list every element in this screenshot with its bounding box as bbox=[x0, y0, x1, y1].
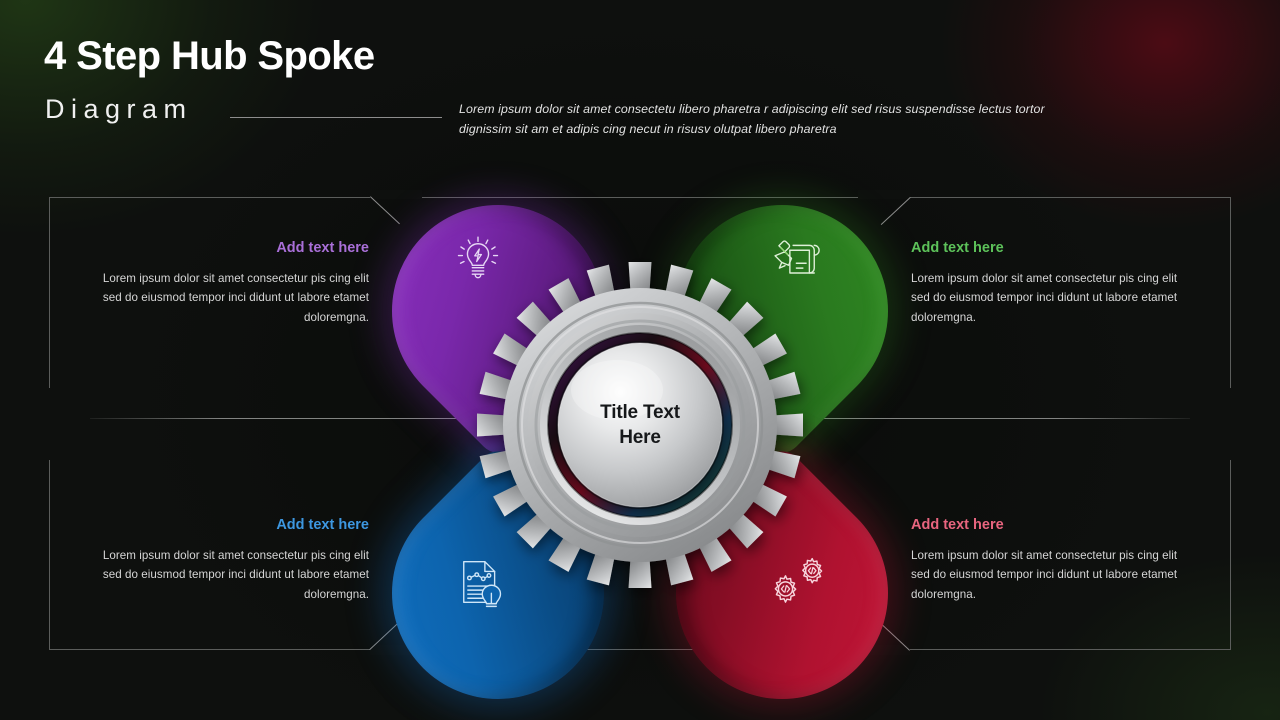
quadrant-body-top-left: Lorem ipsum dolor sit amet consectetur p… bbox=[102, 271, 369, 324]
quadrant-heading-top-left: Add text here bbox=[276, 240, 369, 256]
quadrant-body-bottom-left: Lorem ipsum dolor sit amet consectetur p… bbox=[102, 548, 369, 601]
title-divider-rule bbox=[230, 117, 442, 118]
quadrant-text-bottom-left: Add text here Lorem ipsum dolor sit amet… bbox=[89, 518, 369, 604]
quadrant-text-top-left: Add text here Lorem ipsum dolor sit amet… bbox=[89, 241, 369, 327]
frame-cut-mask-bottom-left bbox=[370, 645, 422, 655]
frame-cut-mask-top-right bbox=[858, 190, 910, 199]
quadrant-heading-bottom-left: Add text here bbox=[276, 517, 369, 533]
frame-cut-mask-bottom-right bbox=[858, 645, 910, 655]
quadrant-text-top-right: Add text here Lorem ipsum dolor sit amet… bbox=[911, 241, 1191, 327]
quadrant-heading-top-right: Add text here bbox=[911, 240, 1004, 256]
content-frame-top bbox=[49, 197, 1231, 388]
frame-cut-mask-top-left bbox=[370, 190, 422, 199]
page-title: 4 Step Hub Spoke bbox=[44, 34, 375, 78]
quadrant-body-top-right: Lorem ipsum dolor sit amet consectetur p… bbox=[911, 271, 1178, 324]
header-description: Lorem ipsum dolor sit amet consectetu li… bbox=[459, 102, 1045, 136]
content-frame-bottom bbox=[49, 460, 1231, 650]
page-header: 4 Step Hub Spoke Diagram Lorem ipsum dol… bbox=[0, 0, 1280, 180]
quadrant-body-bottom-right: Lorem ipsum dolor sit amet consectetur p… bbox=[911, 548, 1178, 601]
quadrant-heading-bottom-right: Add text here bbox=[911, 517, 1004, 533]
page-subtitle: Diagram bbox=[45, 94, 193, 124]
quadrant-text-bottom-right: Add text here Lorem ipsum dolor sit amet… bbox=[911, 518, 1191, 604]
center-gear-hub[interactable]: Title Text Here bbox=[465, 250, 815, 600]
